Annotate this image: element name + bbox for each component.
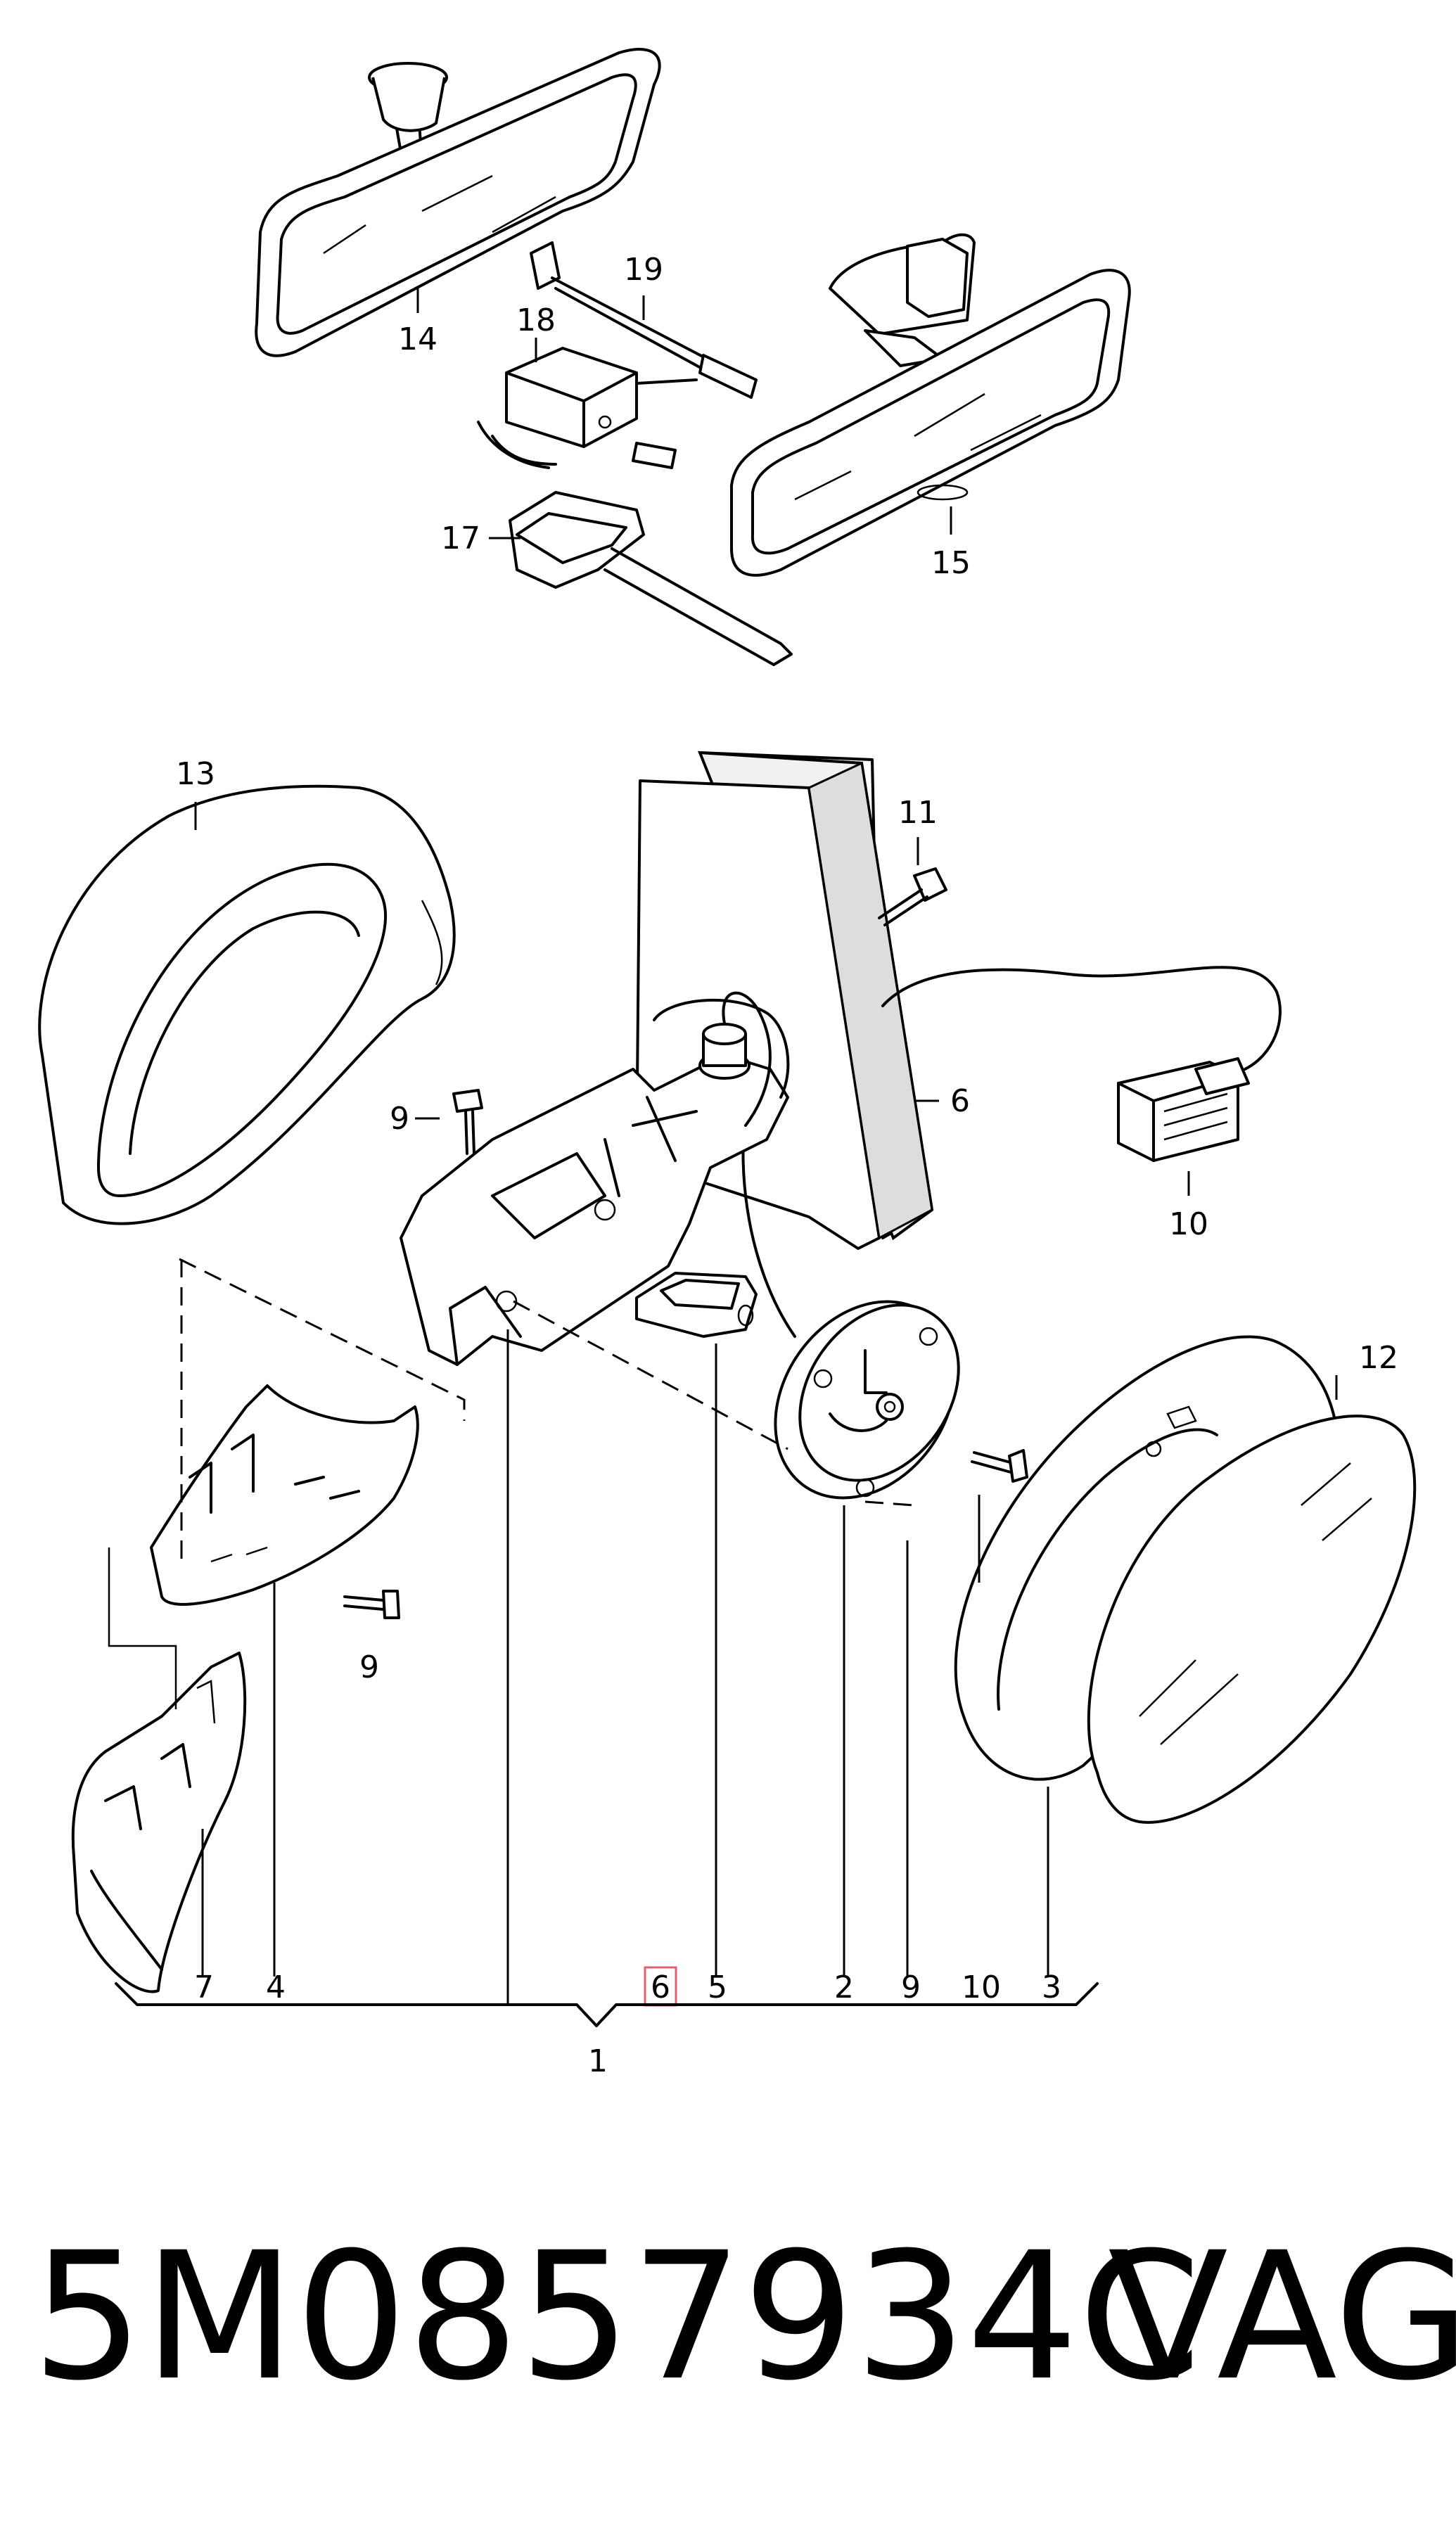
callout-13: 13: [176, 756, 215, 792]
assembly-bracket-1: [115, 1982, 1099, 2027]
callout-9-right: 9: [901, 1970, 921, 2005]
callout-7: 7: [194, 1970, 214, 2005]
part-7-lower-trim[interactable]: [71, 1652, 247, 1993]
callout-15: 15: [931, 545, 971, 581]
part-12-mirror-glass[interactable]: [1087, 1415, 1417, 1824]
part-number-text: 5M0857934C: [32, 2214, 1201, 2419]
part-6-seal[interactable]: [635, 751, 934, 1250]
callout-9-left: 9: [390, 1101, 409, 1137]
part-14-rearview-mirror[interactable]: [255, 48, 661, 357]
part-9-screw-left[interactable]: [452, 1089, 483, 1155]
callout-18: 18: [516, 302, 556, 338]
callout-12: 12: [1359, 1340, 1398, 1376]
callout-10-top: 10: [1169, 1206, 1208, 1242]
callout-17: 17: [441, 521, 480, 556]
part-10-harness[interactable]: [741, 966, 1282, 1338]
part-15-rearview-mirror[interactable]: [730, 233, 1131, 577]
callout-19: 19: [624, 252, 663, 288]
callout-5: 5: [708, 1970, 727, 2005]
part-11-screw[interactable]: [878, 867, 947, 926]
part-19-cable[interactable]: [530, 241, 758, 399]
callout-3: 3: [1042, 1970, 1061, 2005]
brand-text: VAG: [1108, 2214, 1456, 2419]
callout-4: 4: [266, 1970, 286, 2005]
callout-2: 2: [834, 1970, 854, 2005]
part-mirror-base-bracket[interactable]: [400, 991, 790, 1366]
part-9-screw-right[interactable]: [971, 1449, 1028, 1483]
part-9-screw-bottom[interactable]: [343, 1590, 400, 1619]
callout-1: 1: [588, 2043, 608, 2079]
callout-11: 11: [898, 795, 938, 831]
callout-10-bottom: 10: [962, 1970, 1001, 2005]
part-18-module[interactable]: [477, 347, 698, 469]
part-2-adjust-motor[interactable]: [739, 1267, 992, 1533]
callout-9-bottom: 9: [359, 1649, 379, 1685]
part-17-base-cover[interactable]: [509, 491, 793, 666]
alignment-line-c: [864, 1500, 915, 1507]
callout-14: 14: [398, 321, 438, 357]
callout-6-top: 6: [950, 1083, 970, 1119]
part-5-insert[interactable]: [635, 1272, 758, 1338]
part-4-lower-cover[interactable]: [150, 1384, 419, 1606]
bottom-leaders: [201, 1329, 1049, 2005]
callout-6-bottom: 6: [651, 1970, 670, 2005]
alignment-line-a: [179, 1258, 466, 1421]
alignment-line-b: [513, 1300, 788, 1450]
part-13-mirror-housing[interactable]: [38, 784, 456, 1225]
bracket-line-7-4: [108, 1547, 177, 1709]
